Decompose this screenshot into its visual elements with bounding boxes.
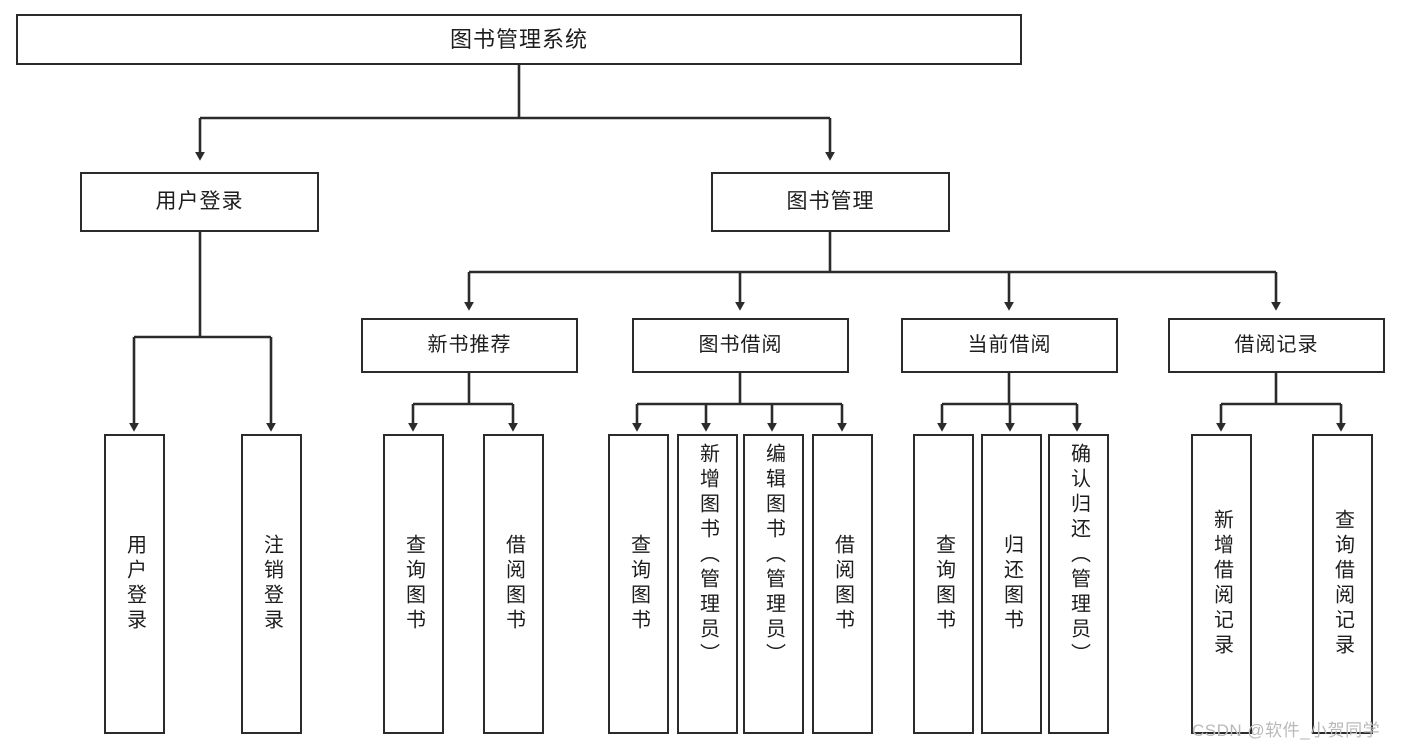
leaf-confirm-return-admin[interactable]: 确认归还（管理员） xyxy=(1048,434,1109,734)
node-label: 确认归还（管理员） xyxy=(1067,443,1090,668)
leaf-query-book-borrow[interactable]: 查询图书 xyxy=(608,434,669,734)
leaf-query-borrow-record[interactable]: 查询借阅记录 xyxy=(1312,434,1373,734)
node-label: 图书管理 xyxy=(786,189,875,213)
node-current-borrow[interactable]: 当前借阅 xyxy=(901,318,1118,373)
node-user-login[interactable]: 用户登录 xyxy=(80,172,319,232)
csdn-watermark: CSDN @软件_小贺同学 xyxy=(1192,721,1381,740)
node-label: 查询图书 xyxy=(932,534,955,634)
leaf-return-book[interactable]: 归还图书 xyxy=(981,434,1042,734)
node-label: 用户登录 xyxy=(155,189,244,213)
leaf-query-book-current[interactable]: 查询图书 xyxy=(913,434,974,734)
node-label: 注销登录 xyxy=(260,534,283,634)
leaf-borrow-book[interactable]: 借阅图书 xyxy=(812,434,873,734)
node-label: 图书借阅 xyxy=(698,333,783,356)
leaf-add-book-admin[interactable]: 新增图书（管理员） xyxy=(677,434,738,734)
node-label: 借阅图书 xyxy=(502,534,525,634)
leaf-logout[interactable]: 注销登录 xyxy=(241,434,302,734)
leaf-query-book-recommend[interactable]: 查询图书 xyxy=(383,434,444,734)
node-label: 新增借阅记录 xyxy=(1210,509,1233,659)
node-label: 查询图书 xyxy=(402,534,425,634)
node-label: 查询借阅记录 xyxy=(1331,509,1354,659)
node-book-borrow[interactable]: 图书借阅 xyxy=(632,318,849,373)
node-root-book-management-system[interactable]: 图书管理系统 xyxy=(16,14,1022,65)
node-label: 查询图书 xyxy=(627,534,650,634)
node-label: 新增图书（管理员） xyxy=(696,443,719,668)
node-label: 编辑图书（管理员） xyxy=(762,443,785,668)
leaf-borrow-book-recommend[interactable]: 借阅图书 xyxy=(483,434,544,734)
node-label: 归还图书 xyxy=(1000,534,1023,634)
node-label: 借阅图书 xyxy=(831,534,854,634)
leaf-add-borrow-record[interactable]: 新增借阅记录 xyxy=(1191,434,1252,734)
leaf-edit-book-admin[interactable]: 编辑图书（管理员） xyxy=(743,434,804,734)
node-label: 借阅记录 xyxy=(1234,333,1319,356)
node-book-management[interactable]: 图书管理 xyxy=(711,172,950,232)
node-label: 新书推荐 xyxy=(427,333,512,356)
node-label: 用户登录 xyxy=(123,534,146,634)
node-new-book-recommend[interactable]: 新书推荐 xyxy=(361,318,578,373)
node-borrow-record[interactable]: 借阅记录 xyxy=(1168,318,1385,373)
leaf-user-login[interactable]: 用户登录 xyxy=(104,434,165,734)
node-label: 当前借阅 xyxy=(967,333,1052,356)
node-label: 图书管理系统 xyxy=(449,26,588,52)
